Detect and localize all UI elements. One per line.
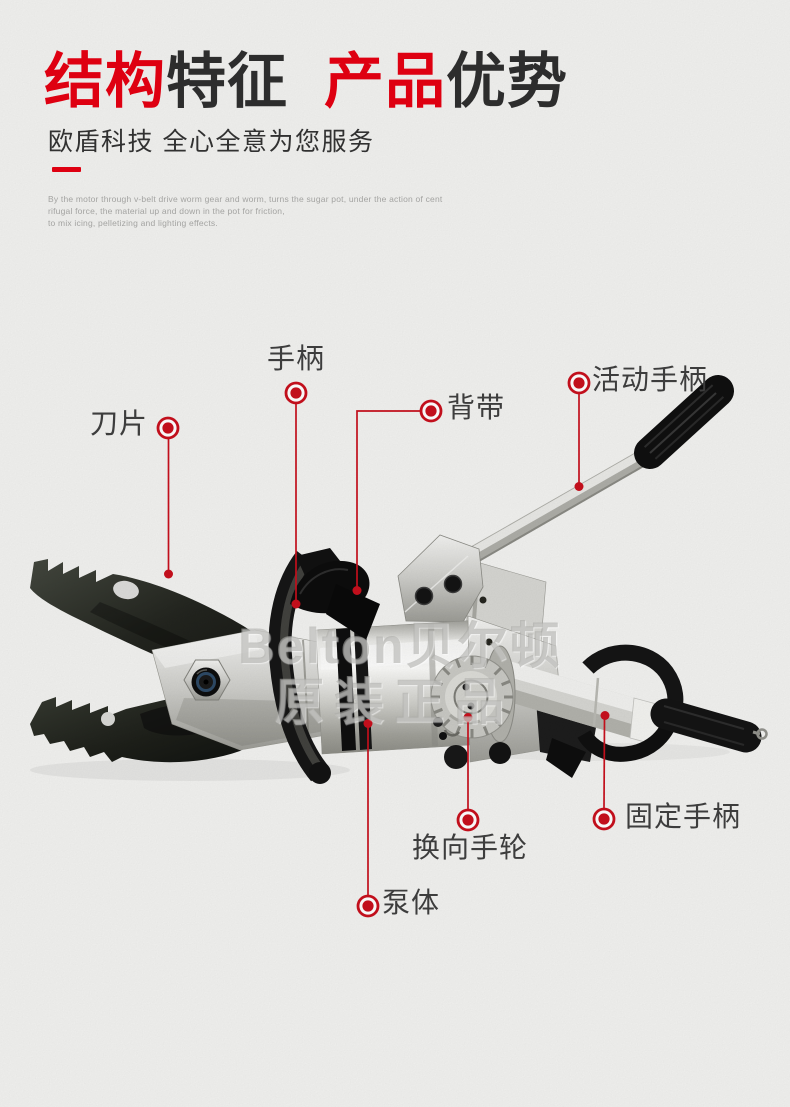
- callout-fixed-handle-label: 固定手柄: [625, 801, 742, 832]
- callout-reversing-handwheel-label: 换向手轮: [412, 832, 529, 863]
- watermark-line-2: 原装正品: [274, 674, 514, 730]
- callout-blade-label: 刀片: [90, 408, 149, 439]
- callout-strap-label: 背带: [447, 392, 506, 423]
- callout-pump-body-label: 泵体: [382, 887, 441, 918]
- callout-movable-handle-label: 活动手柄: [592, 364, 709, 395]
- watermark-line-1: Belton贝尔顿: [238, 618, 562, 674]
- callout-handle-label: 手柄: [267, 343, 326, 374]
